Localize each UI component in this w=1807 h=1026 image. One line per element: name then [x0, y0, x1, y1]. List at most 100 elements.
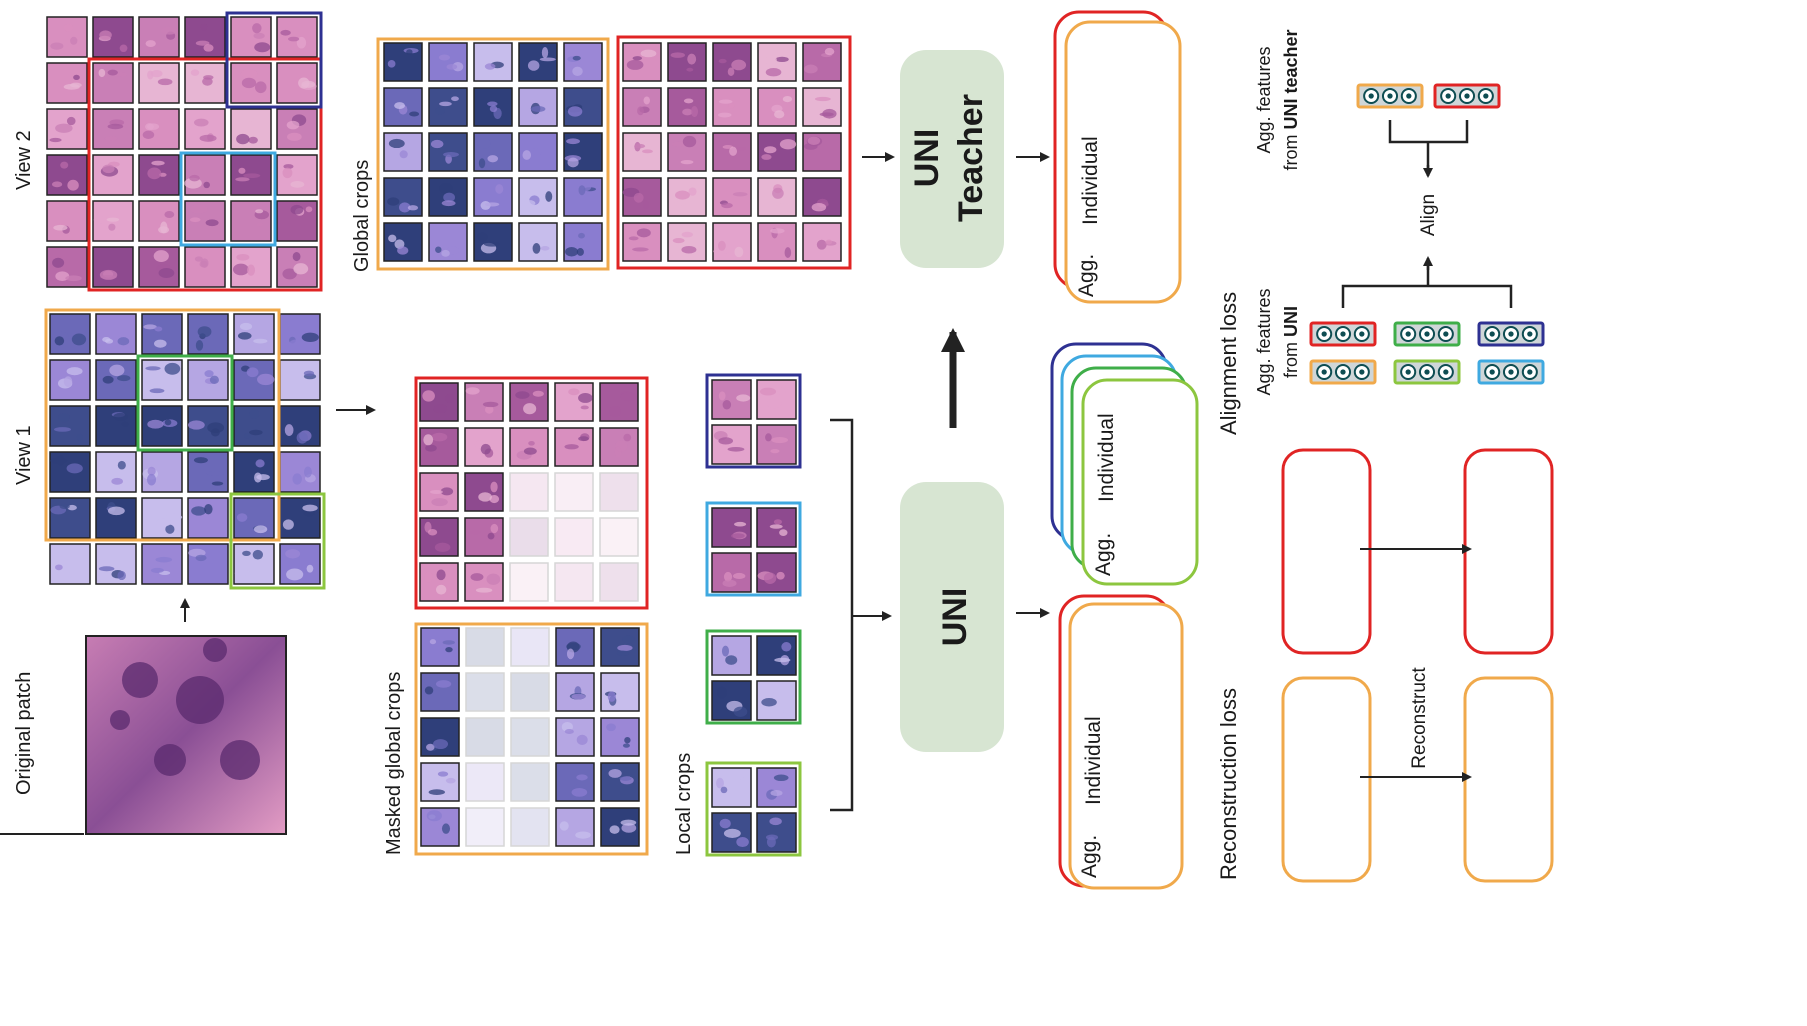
view2-tile [184, 108, 226, 150]
global-crop-tile [622, 177, 662, 217]
global-crop-tile [473, 177, 513, 217]
view1-tile [49, 313, 91, 355]
global-crop-tile [757, 177, 797, 217]
global-crop-tile [757, 87, 797, 127]
local-output-card-lightgreen [1081, 378, 1199, 586]
global-crop-tile [518, 132, 558, 172]
view2-tile [230, 108, 272, 150]
teacher-agg-label: Agg. [1075, 254, 1098, 297]
view2-tile [184, 246, 226, 288]
global-crop-tile [712, 42, 752, 82]
view2-tile [276, 16, 318, 58]
global-crop-tile [712, 222, 752, 262]
align-label: Align [1418, 194, 1439, 236]
view2-tile [138, 246, 180, 288]
masked-global-crops-label: Masked global crops [383, 672, 405, 855]
global-crop-tile [383, 132, 423, 172]
local-crop-tile [711, 507, 752, 548]
global-crop-tile [622, 222, 662, 262]
global-crop-tile [757, 222, 797, 262]
local-crop-tile [711, 767, 752, 808]
masked-crop-tile [464, 562, 504, 602]
masked-crop-tile [465, 672, 505, 712]
recon-target-orange-card [1463, 676, 1554, 883]
view2-tile [46, 16, 88, 58]
view1-tile [279, 359, 321, 401]
agg-features-teacher-label-line1: Agg. features [1254, 46, 1274, 153]
masked-crop-orange-frame [414, 622, 649, 856]
view1-tile [95, 405, 137, 447]
global-crop-tile [383, 87, 423, 127]
three-circle-token-icon [1477, 359, 1545, 385]
view2-tile [184, 154, 226, 196]
view1-tile [95, 451, 137, 493]
masked-crop-tile [555, 627, 595, 667]
global-crop-tile [428, 87, 468, 127]
view1-tile [49, 359, 91, 401]
local-agg-label: Agg. [1092, 533, 1115, 576]
global-crop-tile [802, 222, 842, 262]
global-crop-tile [667, 87, 707, 127]
view1-tile [187, 543, 229, 585]
global-crop-tile [563, 132, 603, 172]
masked-crop-tile [419, 472, 459, 512]
masked-crop-tile [419, 517, 459, 557]
global-crop-tile [757, 132, 797, 172]
view2-tile [138, 16, 180, 58]
view1-tile [49, 405, 91, 447]
global-crop-tile [473, 132, 513, 172]
local-crop-tile [711, 379, 752, 420]
view1-tile [279, 451, 321, 493]
masked-crop-tile [510, 717, 550, 757]
view2-tile [276, 62, 318, 104]
local-crop-tile [756, 767, 797, 808]
agg-features-uni-label-line2: from UNI [1281, 306, 1301, 378]
masked-crop-tile [599, 472, 639, 512]
view2-tile [46, 108, 88, 150]
masked-crop-tile [554, 472, 594, 512]
masked-crop-tile [600, 807, 640, 847]
masked-crop-tile [464, 472, 504, 512]
masked-crop-tile [600, 672, 640, 712]
recon-source-red-card [1281, 448, 1372, 655]
local-crop-frame [705, 501, 802, 597]
global-crop-tile [518, 177, 558, 217]
view2-tile [92, 16, 134, 58]
view2-tile [276, 108, 318, 150]
local-crops-label: Local crops [673, 753, 695, 855]
view1-tile [49, 543, 91, 585]
view1-tile [279, 313, 321, 355]
masked-crop-tile [420, 762, 460, 802]
global-crop-tile [622, 87, 662, 127]
global-crop-tile [518, 42, 558, 82]
view1-tile [95, 359, 137, 401]
view2-tile [92, 200, 134, 242]
global-crop-tile [667, 177, 707, 217]
three-circle-token-icon [1309, 359, 1377, 385]
masked-crop-tile [464, 382, 504, 422]
three-circle-token-icon [1393, 359, 1461, 385]
uni-teacher-label-line2: Teacher [952, 94, 990, 222]
global-crop-tile [667, 222, 707, 262]
view1-tile [233, 497, 275, 539]
view2-tile [276, 154, 318, 196]
recon-source-orange-card [1281, 676, 1372, 883]
view2-tile [46, 200, 88, 242]
local-crops-bracket [830, 418, 854, 812]
view2-tile [138, 154, 180, 196]
view1-tile [233, 359, 275, 401]
uni-module [900, 482, 1004, 752]
view1-tile [233, 405, 275, 447]
global-crop-tile [428, 177, 468, 217]
global-crop-tile [712, 132, 752, 172]
uni-label: UNI [936, 588, 974, 647]
masked-crop-tile [419, 427, 459, 467]
masked-crop-tile [419, 382, 459, 422]
masked-crop-tile [510, 807, 550, 847]
global-crop-tile [428, 42, 468, 82]
masked-crop-tile [465, 807, 505, 847]
masked-crop-tile [600, 762, 640, 802]
recon-target-red-card [1463, 448, 1554, 655]
masked-crop-tile [510, 762, 550, 802]
